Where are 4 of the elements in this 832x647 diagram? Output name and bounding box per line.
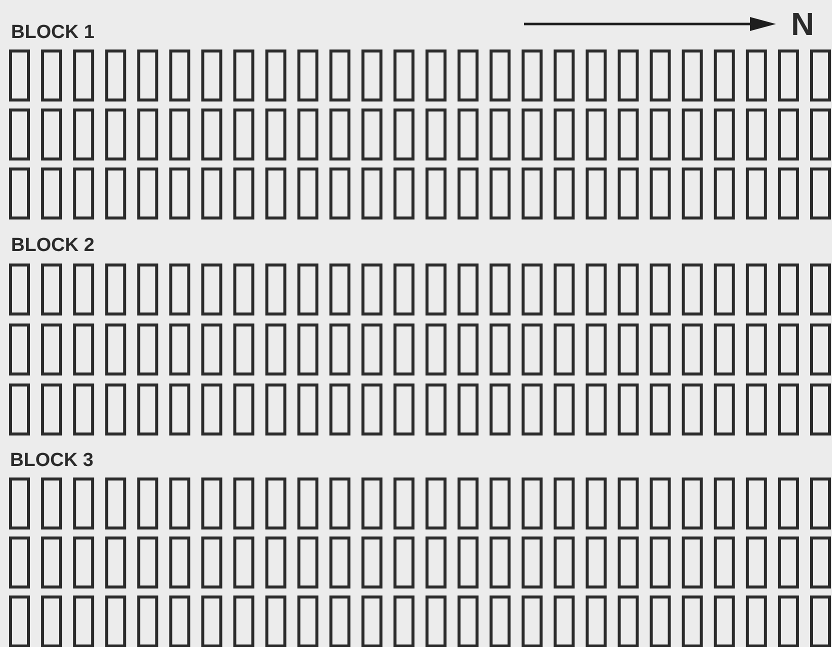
block-label: BLOCK 3	[10, 451, 94, 470]
north-label: N	[791, 8, 814, 40]
block-label: BLOCK 2	[11, 236, 94, 255]
block-label: BLOCK 1	[11, 23, 94, 42]
